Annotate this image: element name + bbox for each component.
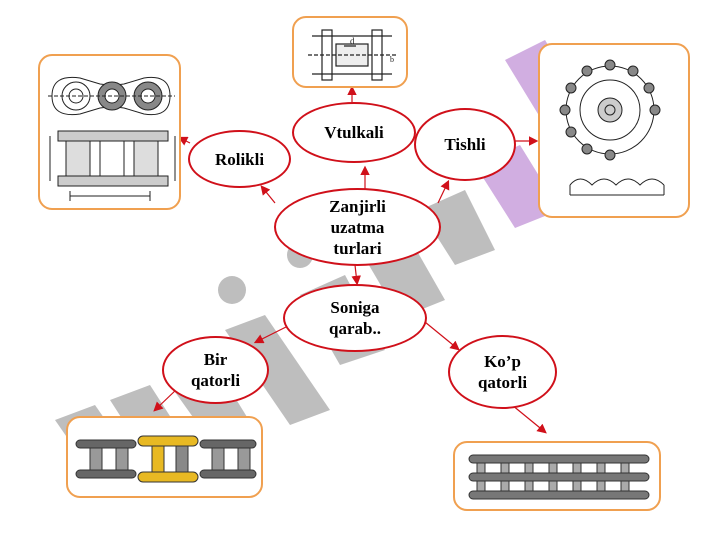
roller-chain-image-box xyxy=(38,54,181,210)
node-rolikli: Rolikli xyxy=(188,130,291,188)
single-row-chain-photo-icon xyxy=(75,435,257,483)
bushing-chain-image-box: d b xyxy=(292,16,408,88)
arrow-center-to-tishli xyxy=(437,179,450,204)
node-tishli: Tishli xyxy=(414,108,516,181)
svg-text:b: b xyxy=(390,55,394,64)
node-kop: Ko’p qatorli xyxy=(448,335,557,409)
arrow-rolikli-to-box xyxy=(177,136,191,146)
single-row-chain-image-box xyxy=(66,416,263,498)
bushing-chain-drawing-icon: d b xyxy=(308,29,398,81)
node-center: Zanjirli uzatma turlari xyxy=(274,188,441,266)
arrow-soniga-to-kop xyxy=(424,321,460,351)
node-vtulkali: Vtulkali xyxy=(292,102,416,163)
arrow-center-to-rolikli xyxy=(260,185,276,204)
arrow-center-to-soniga xyxy=(351,264,361,286)
roller-chain-drawing-icon xyxy=(48,76,176,201)
arrow-kop-to-box xyxy=(511,404,547,434)
arrow-soniga-to-bir xyxy=(253,324,291,344)
multi-row-chain-image-box xyxy=(453,441,661,511)
svg-text:d: d xyxy=(350,36,355,46)
node-soniga: Soniga qarab.. xyxy=(283,284,427,352)
toothed-chain-drawing-icon xyxy=(559,59,665,196)
multi-row-chain-photo-icon xyxy=(468,454,650,500)
toothed-chain-image-box xyxy=(538,43,690,218)
node-bir: Bir qatorli xyxy=(162,336,269,404)
